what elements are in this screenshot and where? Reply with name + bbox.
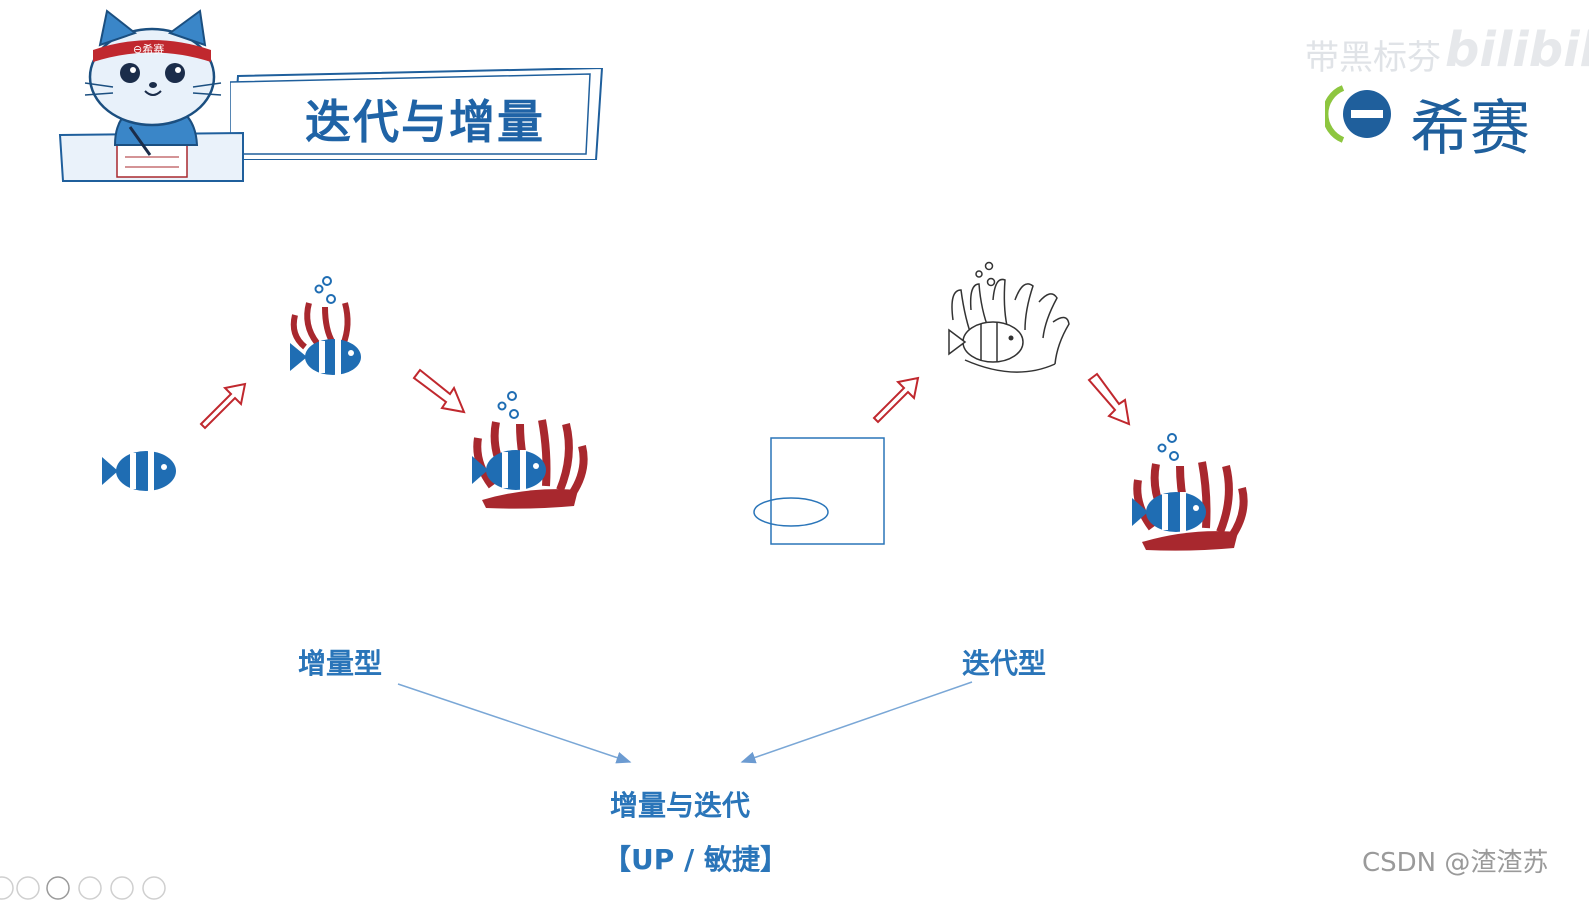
converging-arrows (397, 681, 973, 764)
fish-coral-outline-icon (948, 261, 1070, 373)
fish-coral-large-icon (1132, 433, 1248, 551)
title-banner (230, 68, 604, 160)
arrow-down-right-icon (412, 368, 466, 414)
merge-label: 增量与迭代 (610, 789, 751, 822)
xisai-logo-icon (1325, 85, 1391, 143)
cat-mascot-icon: ⊖希赛 (58, 9, 244, 182)
fish-coral-large-icon (472, 391, 588, 509)
csdn-credit: CSDN @渣渣苏 (1362, 848, 1549, 878)
watermark-text: 带黑标芬 (1305, 38, 1441, 78)
merge-sublabel: 【UP / 敏捷】 (603, 843, 788, 876)
arrow-up-right-icon (199, 382, 247, 430)
incremental-label: 增量型 (298, 647, 383, 680)
arrow-up-right-icon (872, 376, 920, 424)
iterative-label: 迭代型 (962, 647, 1047, 680)
mascot-headband-text: ⊖希赛 (133, 42, 164, 56)
page-title: 迭代与增量 (305, 95, 545, 149)
player-controls (0, 876, 166, 900)
arrow-down-right-icon (1087, 372, 1131, 426)
brand-name: 希赛 (1410, 94, 1530, 164)
sketch-rectangle-icon (753, 437, 885, 545)
fish-icon (102, 451, 176, 491)
bilibili-watermark: bilibili (1445, 22, 1589, 78)
fish-coral-small-icon (290, 276, 361, 375)
